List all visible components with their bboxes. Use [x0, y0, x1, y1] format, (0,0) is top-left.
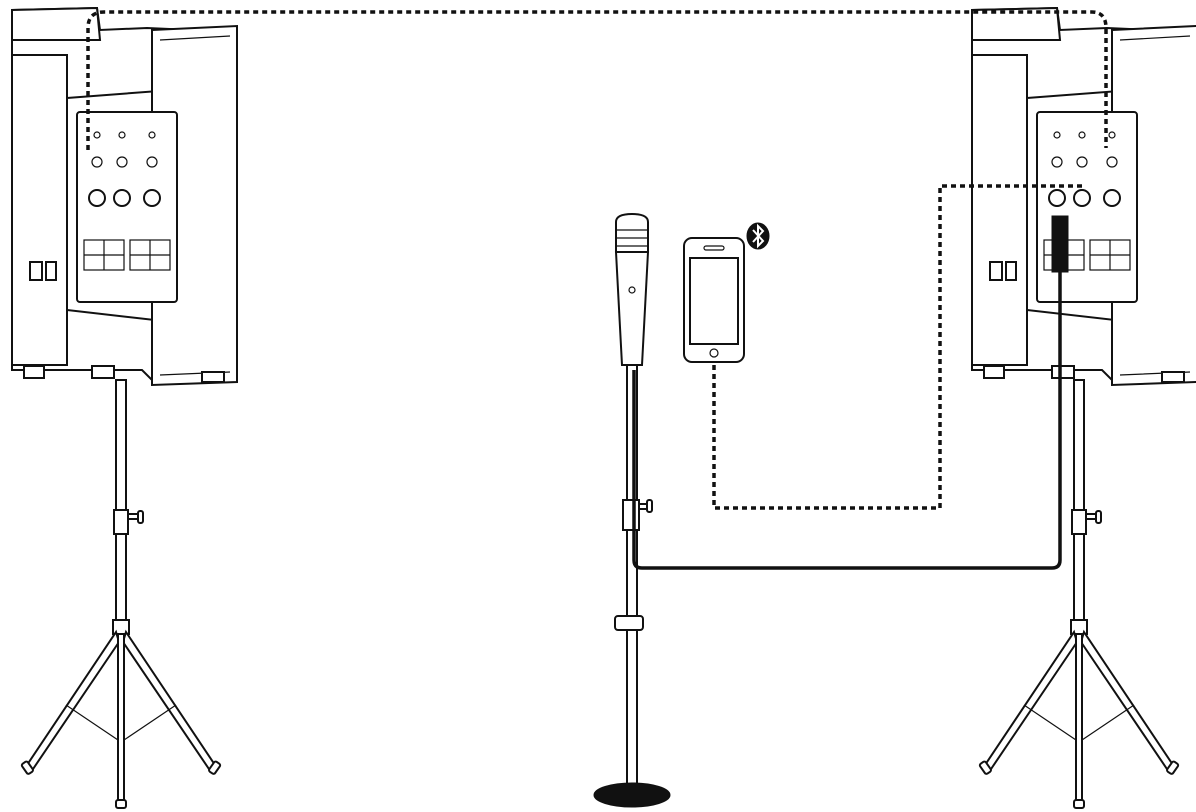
microphone-icon — [614, 212, 650, 366]
cable-plug — [1051, 215, 1069, 273]
mic-cable — [632, 270, 1062, 570]
phone-icon — [683, 237, 745, 363]
mic-stand — [593, 364, 671, 808]
speaker-left — [11, 7, 238, 386]
phone-link-dashed — [712, 184, 1082, 510]
bluetooth-icon — [746, 222, 770, 250]
stand-left — [20, 379, 222, 809]
speaker-link-dashed — [86, 10, 1108, 150]
stand-right — [978, 379, 1180, 809]
speaker-right — [971, 7, 1196, 386]
